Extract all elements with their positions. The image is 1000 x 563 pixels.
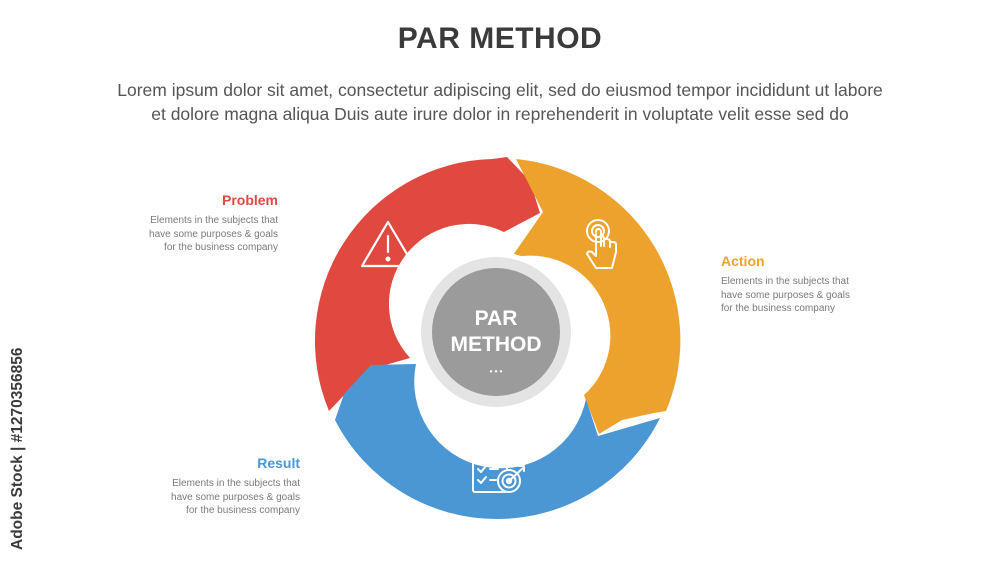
center-line-1: PAR: [475, 307, 518, 330]
page-subtitle: Lorem ipsum dolor sit amet, consectetur …: [20, 78, 980, 126]
center-line-2: METHOD: [451, 333, 542, 356]
subtitle-line-1: Lorem ipsum dolor sit amet, consectetur …: [117, 80, 883, 100]
center-dots: • • •: [490, 367, 503, 376]
action-segment: [511, 159, 681, 434]
clipboard-target-icon: [472, 440, 525, 493]
result-title: Result: [257, 455, 300, 471]
problem-segment: [314, 157, 540, 411]
problem-title: Problem: [221, 192, 278, 208]
problem-label-block: Problem Elements in the subjects that ha…: [118, 192, 278, 255]
result-label-block: Result Elements in the subjects that hav…: [140, 455, 300, 518]
action-description: Elements in the subjects that have some …: [721, 276, 850, 314]
center-circle: [432, 268, 560, 396]
stock-watermark: Adobe Stock | #1270356856: [6, 318, 28, 550]
action-title: Action: [721, 253, 765, 269]
warning-icon: [360, 220, 416, 268]
result-segment: [335, 364, 660, 520]
watermark-text: Adobe Stock | #1270356856: [9, 347, 26, 550]
action-label-block: Action Elements in the subjects that hav…: [721, 253, 881, 316]
page-title: PAR METHOD: [397, 22, 603, 55]
result-description: Elements in the subjects that have some …: [171, 478, 300, 516]
subtitle-line-2: et dolore magna aliqua Duis aute irure d…: [151, 104, 849, 124]
tap-hand-icon: [586, 219, 617, 269]
problem-description: Elements in the subjects that have some …: [149, 215, 278, 253]
